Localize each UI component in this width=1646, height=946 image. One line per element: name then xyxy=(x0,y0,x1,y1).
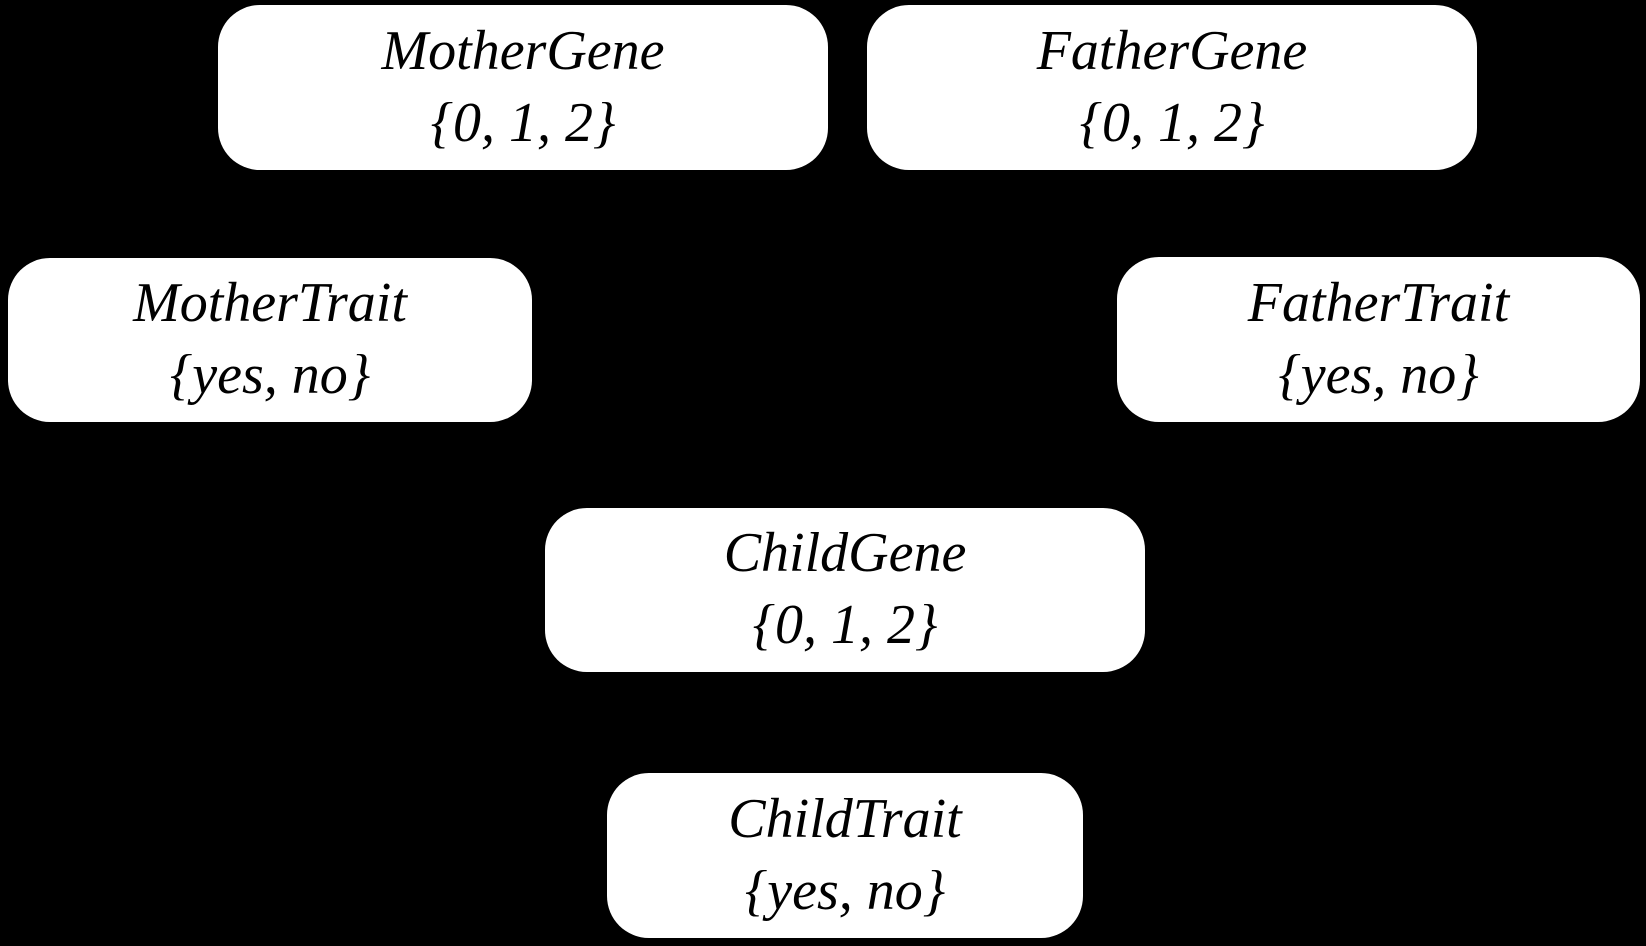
node-mother-gene-label: MotherGene xyxy=(381,19,665,82)
node-father-trait-domain: {yes, no} xyxy=(1278,343,1479,406)
node-mother-gene-domain: {0, 1, 2} xyxy=(430,91,616,154)
node-mother-trait-domain: {yes, no} xyxy=(169,344,371,406)
node-child-gene-domain: {0, 1, 2} xyxy=(752,594,938,656)
node-father-gene-domain: {0, 1, 2} xyxy=(1079,91,1265,154)
node-father-gene-label: FatherGene xyxy=(1036,19,1308,82)
node-mother-gene: MotherGene {0, 1, 2} xyxy=(218,5,828,170)
node-child-gene: ChildGene {0, 1, 2} xyxy=(545,508,1145,672)
node-child-gene-label: ChildGene xyxy=(723,522,967,585)
node-mother-trait-label: MotherTrait xyxy=(133,272,407,335)
node-father-gene: FatherGene {0, 1, 2} xyxy=(867,5,1477,170)
node-mother-trait: MotherTrait {yes, no} xyxy=(8,258,532,422)
node-child-trait-domain: {yes, no} xyxy=(744,859,946,922)
node-child-trait: ChildTrait {yes, no} xyxy=(607,773,1083,938)
node-father-trait: FatherTrait {yes, no} xyxy=(1117,257,1640,422)
node-child-trait-label: ChildTrait xyxy=(728,787,962,850)
node-father-trait-label: FatherTrait xyxy=(1247,271,1510,334)
